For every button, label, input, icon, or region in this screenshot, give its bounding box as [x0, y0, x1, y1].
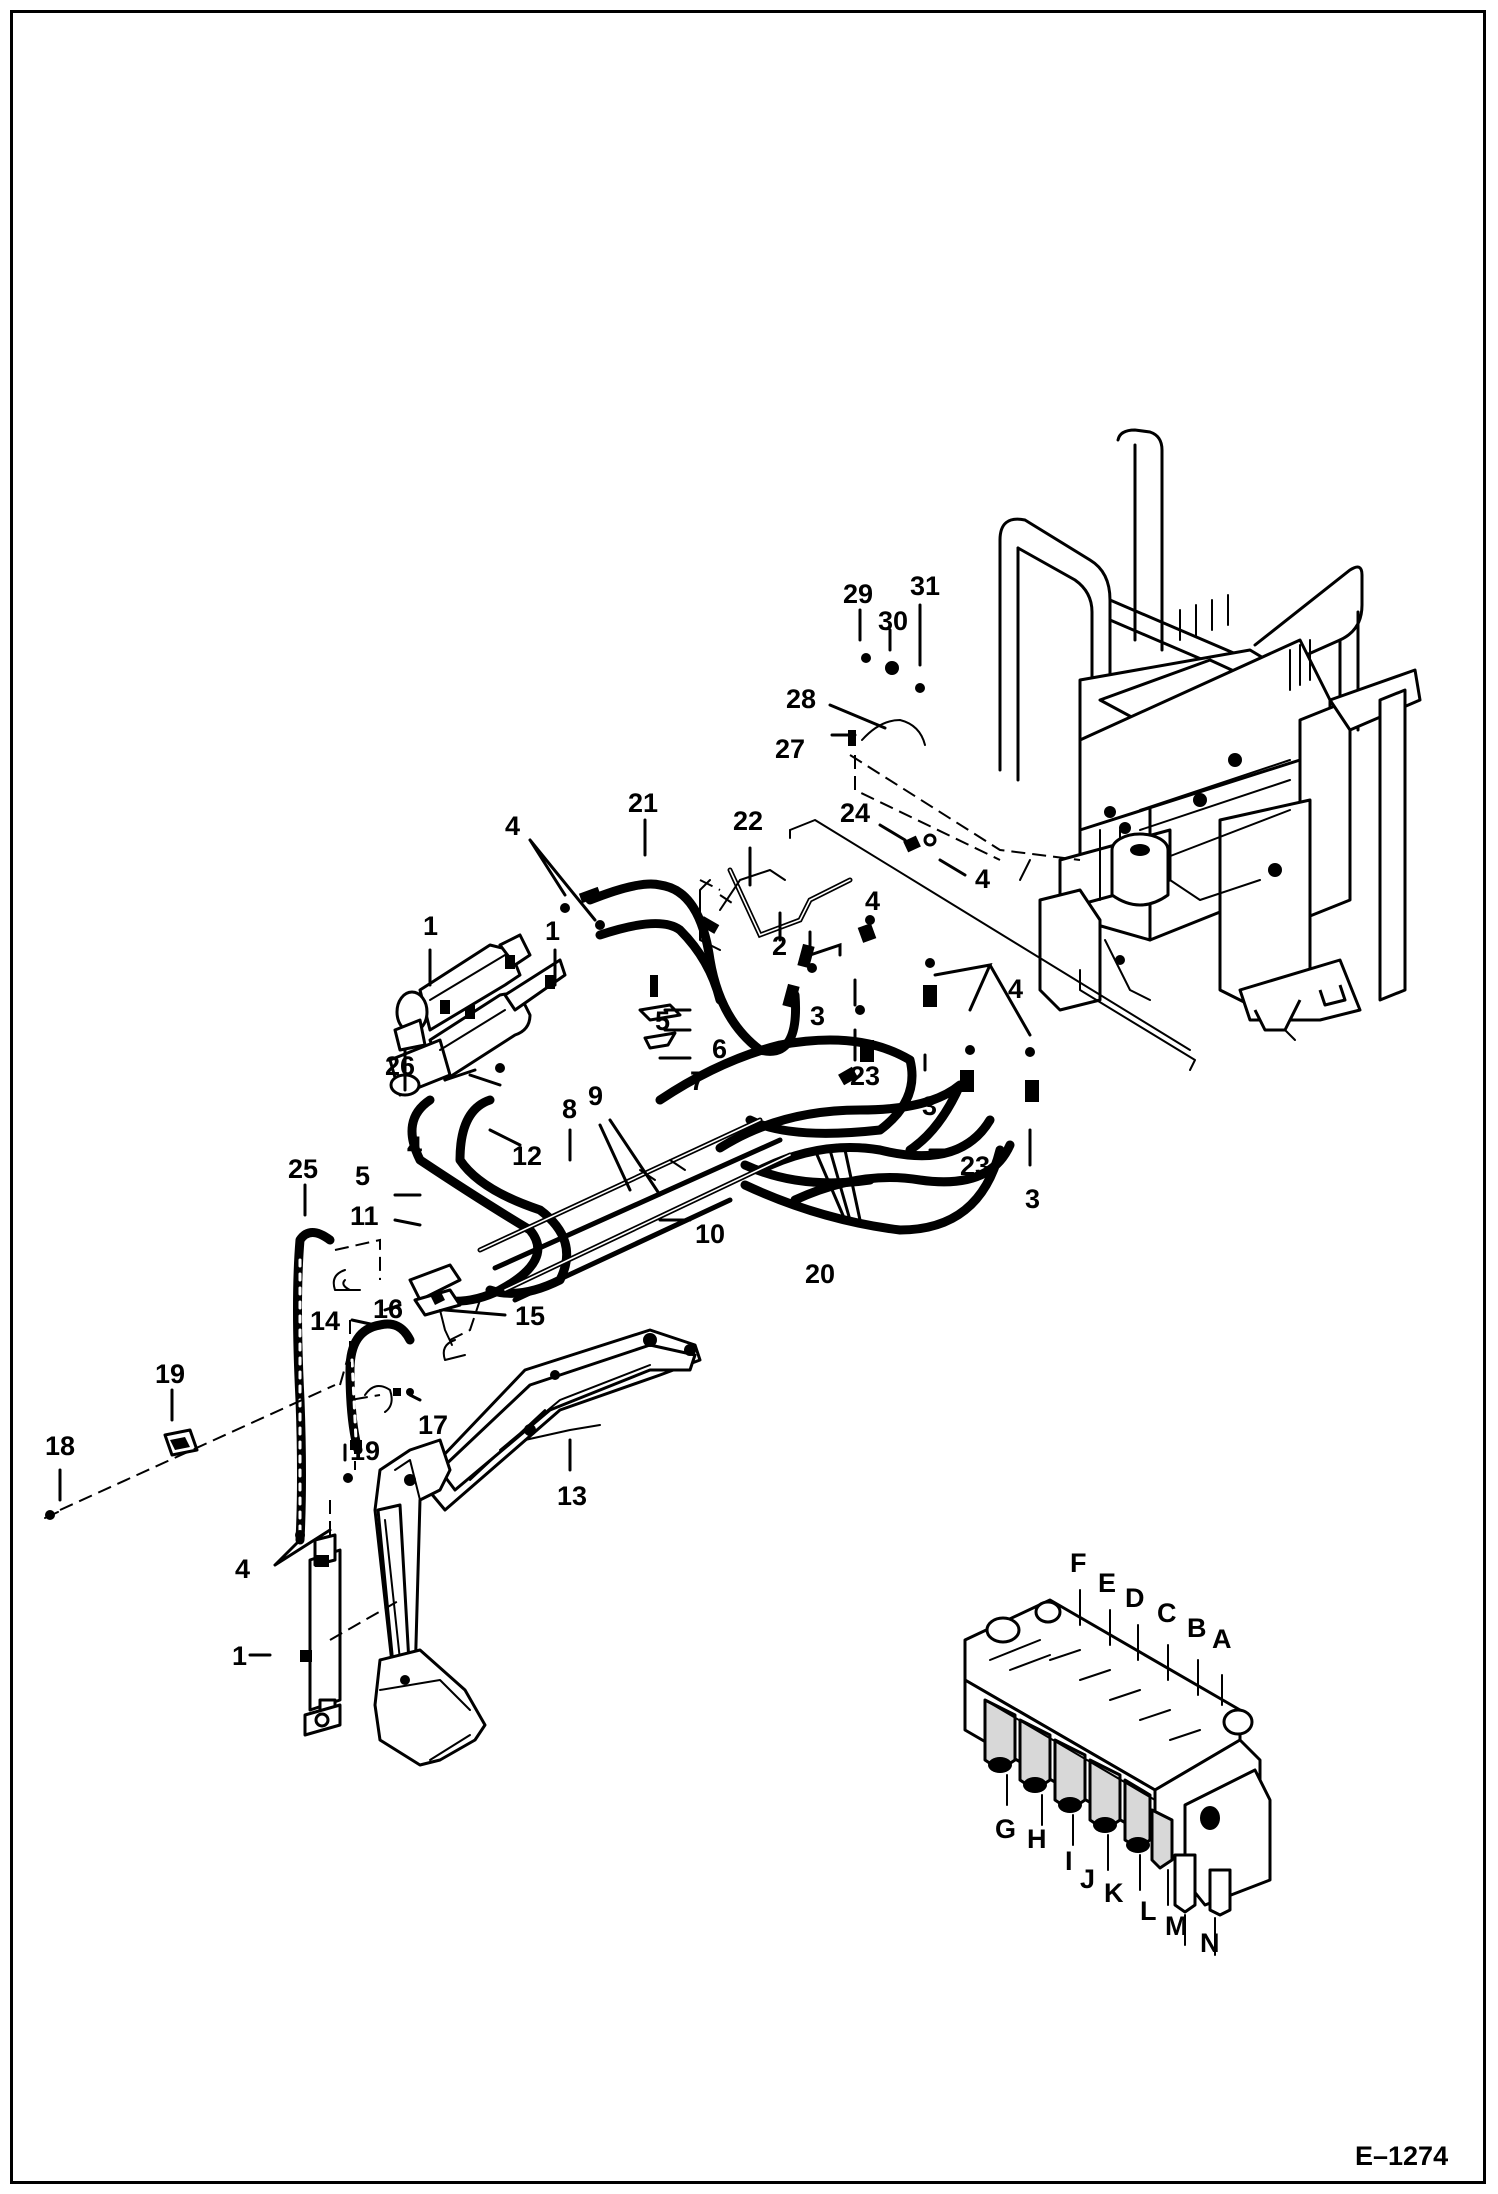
callout-28: 28: [786, 684, 816, 714]
callout-1: 1: [232, 1641, 247, 1671]
callout-15: 15: [515, 1301, 545, 1331]
port-label-e: E: [1098, 1568, 1116, 1598]
callout-4: 4: [1008, 974, 1023, 1004]
callout-12: 12: [512, 1141, 542, 1171]
port-label-j: J: [1080, 1864, 1095, 1894]
leader-lines: [58, 603, 1032, 1657]
callout-19: 19: [155, 1359, 185, 1389]
callout-6: 6: [712, 1034, 727, 1064]
bolt-18: [44, 1349, 351, 1520]
port-label-l: L: [1140, 1896, 1157, 1926]
control-valve: [963, 1589, 1272, 1956]
callout-11: 11: [350, 1201, 379, 1231]
callout-14: 14: [310, 1306, 340, 1336]
callout-4: 4: [505, 811, 520, 841]
steel-tubes: [477, 1117, 793, 1303]
callout-31: 31: [910, 571, 940, 601]
callout-1: 1: [423, 911, 438, 941]
callout-27: 27: [775, 734, 805, 764]
port-label-a: A: [1212, 1624, 1232, 1654]
port-label-m: M: [1165, 1911, 1188, 1941]
clamp-17: [364, 1385, 414, 1413]
dipper-arm: [373, 1328, 702, 1767]
callout-labels: 1 1 1 2 3 3 3 4 4 4 4 4 4 5 5 6 7 8 9 10…: [45, 571, 1040, 1671]
reference-lines: [789, 754, 1196, 1071]
fittings: [445, 653, 1039, 1102]
port-label-f: F: [1070, 1548, 1087, 1578]
callout-4: 4: [407, 1131, 422, 1161]
callout-22: 22: [733, 806, 763, 836]
callout-13: 13: [557, 1481, 587, 1511]
callout-24: 24: [840, 798, 870, 828]
callout-17: 17: [418, 1410, 448, 1440]
callout-3: 3: [810, 1001, 825, 1031]
callout-7: 7: [690, 1066, 705, 1096]
port-label-g: G: [995, 1814, 1016, 1844]
cylinder-vertical: [300, 1533, 342, 1737]
callout-3: 3: [1025, 1184, 1040, 1214]
port-label-k: K: [1104, 1878, 1124, 1908]
callout-4: 4: [235, 1554, 250, 1584]
callout-26: 26: [385, 1051, 415, 1081]
callout-2: 2: [772, 931, 787, 961]
callout-30: 30: [878, 606, 908, 636]
callout-8: 8: [562, 1094, 577, 1124]
callout-20: 20: [805, 1259, 835, 1289]
callout-25: 25: [288, 1154, 318, 1184]
tube-22: [699, 867, 853, 951]
port-label-n: N: [1200, 1928, 1220, 1958]
callout-18: 18: [45, 1431, 75, 1461]
loader-frame: [998, 428, 1422, 1041]
callout-23: 23: [850, 1061, 880, 1091]
callout-4: 4: [975, 864, 990, 894]
callout-16: 16: [373, 1294, 403, 1324]
clamp-block: [332, 1238, 481, 1402]
callout-10: 10: [695, 1219, 725, 1249]
callout-3: 3: [922, 1091, 937, 1121]
spool-caps: [983, 1698, 1174, 1870]
callout-29: 29: [843, 579, 873, 609]
port-label-b: B: [1187, 1613, 1207, 1643]
callout-5: 5: [355, 1161, 370, 1191]
cylinder-upper: [388, 958, 567, 1097]
callout-1: 1: [545, 916, 560, 946]
drawing-number: E–1274: [1355, 2141, 1448, 2171]
cylinder-top: [393, 933, 532, 1052]
hose-guides: [295, 1440, 401, 1641]
clip-19: [163, 1428, 199, 1457]
port-label-h: H: [1027, 1824, 1047, 1854]
callout-5: 5: [655, 1006, 670, 1036]
callout-21: 21: [628, 788, 658, 818]
callout-19: 19: [350, 1436, 380, 1466]
port-label-d: D: [1125, 1583, 1145, 1613]
port-label-c: C: [1157, 1598, 1177, 1628]
callout-23: 23: [960, 1151, 990, 1181]
callout-9: 9: [588, 1081, 603, 1111]
drawing-frame: [10, 10, 1486, 2184]
port-label-i: I: [1065, 1846, 1073, 1876]
callout-4: 4: [865, 886, 880, 916]
valve-port-labels: F E D C B A G H I J K L M N: [995, 1548, 1232, 1958]
